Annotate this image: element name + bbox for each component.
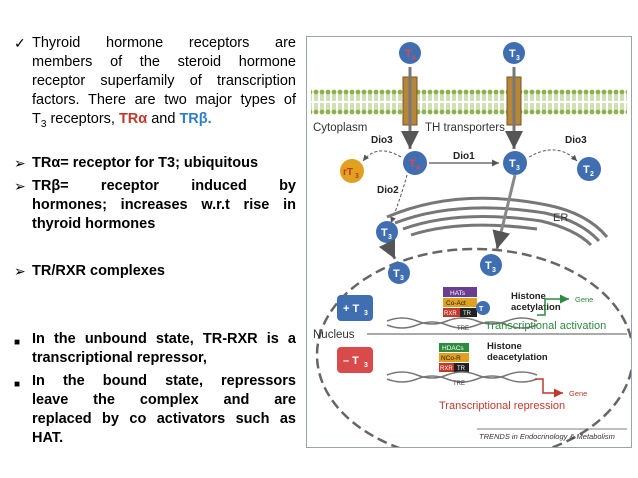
thyroid-hormone-diagram: T 4 T 3 Cytoplasm TH transporters Dio3 D… (306, 36, 632, 448)
bullet-tr-rxr: TR/RXR complexes (32, 263, 165, 279)
gene-label-active: Gene (575, 295, 593, 304)
t3-after-dio2: T 3 (376, 221, 398, 243)
gene-arrow-repressed (535, 378, 563, 398)
transcriptional-activation-label: Transcriptional activation (485, 320, 606, 332)
gene-arrow-active (537, 294, 569, 316)
dna-strand-repression (386, 371, 538, 379)
coactivator-complex: HATs Co-Act RXR TR T (443, 287, 490, 317)
t4-extracellular: T 4 (399, 42, 421, 64)
tr-alpha-label: TRα (118, 111, 148, 127)
cytoplasm-label: Cytoplasm (313, 122, 367, 134)
arrow-bullet-icon: ➢ (14, 263, 26, 279)
histone-acetylation-l2: acetylation (511, 302, 561, 313)
tr-beta-label: TRβ. (179, 111, 212, 127)
svg-text:T: T (583, 164, 590, 176)
svg-text:3: 3 (355, 173, 359, 180)
er-label: ER (553, 212, 568, 224)
diagram-svg: T 4 T 3 Cytoplasm TH transporters Dio3 D… (311, 42, 631, 447)
svg-text:3: 3 (388, 234, 392, 241)
svg-text:3: 3 (400, 275, 404, 282)
histone-deacetylation-l2: deacetylation (487, 352, 548, 363)
square-bullet-icon: ■ (14, 379, 21, 390)
receptor-types-line: T3 receptors, TRα and TRβ. (32, 111, 212, 130)
svg-text:Co-Act: Co-Act (446, 300, 466, 307)
dio3-right-label: Dio3 (565, 135, 587, 146)
svg-text:T: T (405, 48, 412, 60)
svg-text:HDACs: HDACs (442, 345, 464, 352)
gene-label-repressed: Gene (569, 389, 587, 398)
svg-text:NCo-R: NCo-R (441, 355, 461, 362)
svg-text:3: 3 (492, 267, 496, 274)
histone-acetylation-l1: Histone (511, 291, 546, 302)
t3-nuclear-left: T 3 (388, 262, 410, 284)
svg-text:TR: TR (463, 311, 472, 317)
t3-cytoplasm: T 3 (503, 151, 527, 175)
svg-text:– T: – T (343, 355, 359, 367)
svg-text:3: 3 (516, 55, 520, 62)
cell-membrane (311, 89, 627, 115)
t3-nuclear-right: T 3 (480, 254, 502, 276)
plus-t3-badge: + T 3 (337, 295, 373, 321)
minus-t3-badge: – T 3 (337, 347, 373, 373)
t4-cytoplasm: T 4 (403, 151, 427, 175)
dna-strand-activation (386, 317, 538, 325)
nucleus-label: Nucleus (313, 329, 355, 341)
svg-text:RXR: RXR (444, 311, 457, 317)
arrow-bullet-icon: ➢ (14, 178, 26, 194)
svg-text:+ T: + T (343, 303, 359, 315)
corepressor-complex: HDACs NCo-R RXR TR (439, 343, 469, 372)
t2-molecule: T 2 (577, 157, 601, 181)
svg-text:T: T (509, 158, 516, 170)
arrow-bullet-icon: ➢ (14, 155, 26, 171)
svg-text:3: 3 (364, 362, 368, 369)
svg-text:TR: TR (457, 366, 466, 372)
check-icon: ✓ (14, 35, 26, 51)
svg-text:T: T (485, 260, 492, 272)
svg-text:RXR: RXR (440, 366, 453, 372)
tre-label-bottom: TRE (453, 381, 465, 387)
endoplasmic-reticulum (386, 196, 609, 247)
svg-text:T: T (479, 306, 484, 313)
t3-extracellular: T 3 (503, 42, 525, 64)
svg-text:T: T (509, 48, 516, 60)
svg-text:4: 4 (416, 165, 420, 172)
bullet-tr-beta: TRβ= receptor induced by hormones; incre… (32, 178, 296, 232)
svg-text:T: T (409, 158, 416, 170)
svg-text:4: 4 (412, 55, 416, 62)
square-bullet-icon: ■ (14, 337, 21, 348)
histone-deacetylation-l1: Histone (487, 341, 522, 352)
dio2-label: Dio2 (377, 185, 399, 196)
rt3-molecule: rT 3 (340, 159, 364, 183)
svg-text:2: 2 (590, 171, 594, 178)
svg-text:rT: rT (343, 167, 353, 178)
svg-text:HATs: HATs (450, 290, 466, 297)
svg-text:T: T (393, 268, 400, 280)
transcriptional-repression-label: Transcriptional repression (439, 400, 565, 412)
bullet-thyroid-receptors: Thyroid hormone receptors are members of… (32, 34, 296, 134)
bullet-unbound-state: In the unbound state, TR-RXR is a transc… (32, 331, 296, 366)
figure-credit: TRENDS in Endocrinology & Metabolism (479, 432, 615, 441)
svg-text:3: 3 (516, 165, 520, 172)
svg-text:T: T (381, 227, 388, 239)
dio1-label: Dio1 (453, 151, 475, 162)
th-transporters-label: TH transporters (425, 122, 505, 134)
bullet-bound-state: In the bound state, repressors leave the… (32, 373, 296, 446)
tre-label-top: TRE (457, 326, 469, 332)
dio3-left-label: Dio3 (371, 135, 393, 146)
svg-text:3: 3 (364, 310, 368, 317)
bullet-tr-alpha: TRα= receptor for T3; ubiquitous (32, 155, 259, 171)
